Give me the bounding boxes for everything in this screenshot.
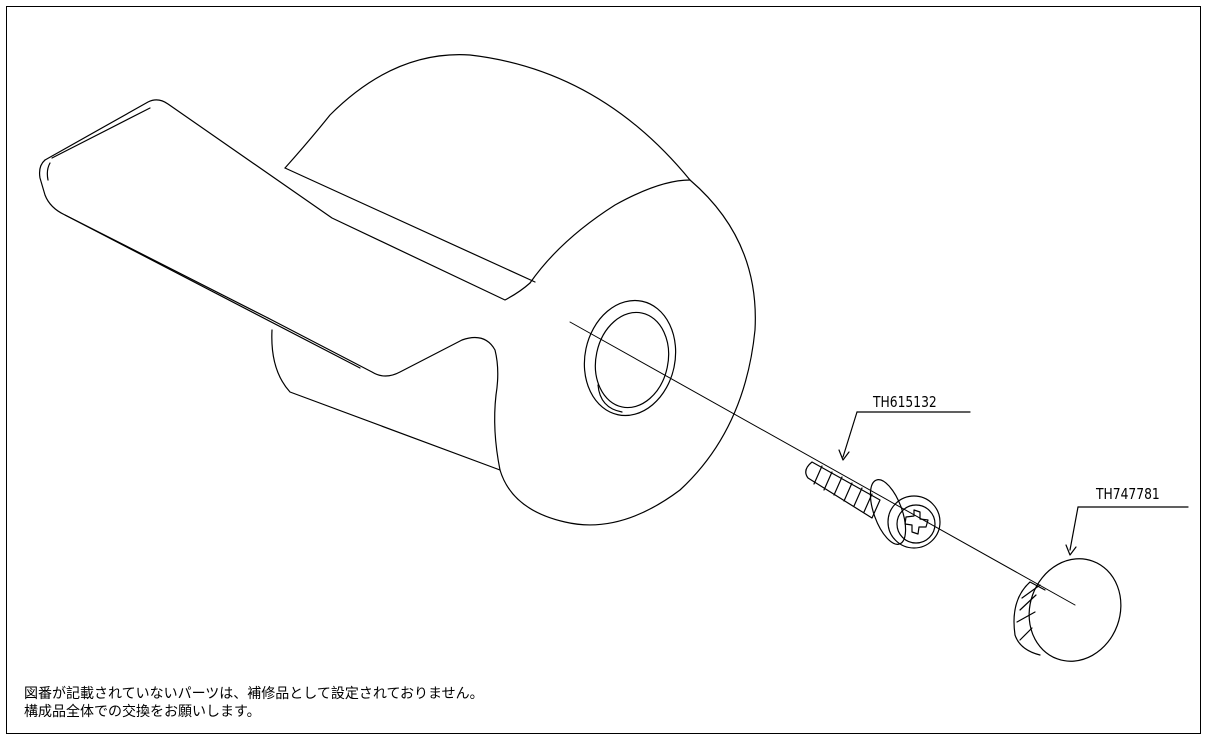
part-number-screw: TH615132 — [873, 393, 937, 411]
note-line-2: 構成品全体での交換をお願いします。 — [24, 704, 261, 720]
assembly-axis — [569, 321, 1076, 606]
note-line-1: 図番が記載されていないパーツは、補修品として設定されておりません。 — [24, 686, 484, 702]
screw-part — [805, 411, 971, 549]
part-number-cap: TH747781 — [1096, 485, 1160, 503]
cap-part — [1013, 506, 1189, 662]
handle-body — [38, 54, 756, 526]
drawing-frame — [6, 6, 1201, 734]
